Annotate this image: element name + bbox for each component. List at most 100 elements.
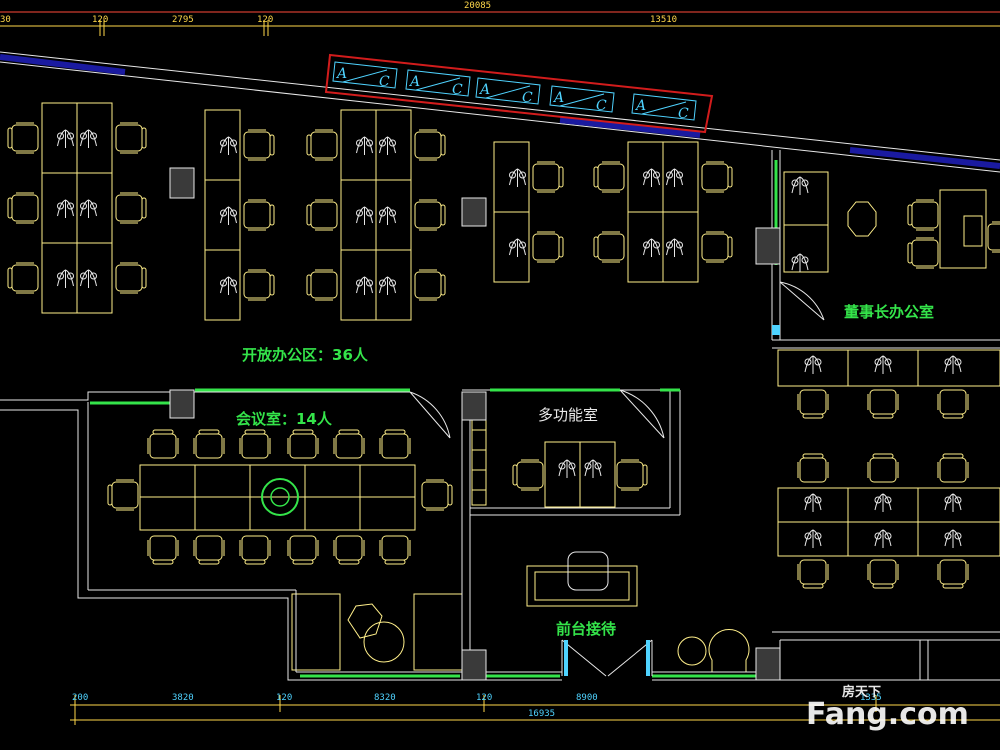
chair bbox=[147, 429, 179, 459]
chair bbox=[333, 429, 365, 459]
chair bbox=[193, 429, 225, 459]
watermark-brand: Fang.com bbox=[806, 697, 969, 732]
desk-ornament bbox=[356, 276, 373, 295]
chair bbox=[193, 535, 225, 565]
chair bbox=[797, 389, 829, 419]
chair bbox=[306, 129, 338, 161]
desk-ornament bbox=[804, 529, 822, 548]
desk-ornament bbox=[944, 493, 962, 512]
right-desk-rows bbox=[777, 349, 1000, 589]
ac-label-a: A bbox=[552, 90, 564, 106]
chair bbox=[907, 237, 939, 269]
desk-ornament bbox=[791, 176, 809, 195]
chair bbox=[306, 269, 338, 301]
chair bbox=[421, 479, 453, 511]
chair bbox=[593, 231, 625, 263]
desk-ornament bbox=[944, 355, 962, 374]
top-dim-right: 13510 bbox=[650, 15, 677, 25]
desk-ornament bbox=[379, 206, 396, 225]
chair bbox=[937, 453, 969, 483]
label-meeting-room: 会议室：14人 bbox=[236, 410, 333, 428]
desk-ornament bbox=[57, 199, 74, 218]
bottom-dim-7: 1335 bbox=[860, 693, 882, 703]
desk-ornament bbox=[220, 276, 237, 295]
chair bbox=[243, 199, 275, 231]
desk-ornament bbox=[220, 136, 237, 155]
chair bbox=[532, 161, 564, 193]
top-dim-left: 30 bbox=[0, 15, 11, 25]
desk-ornament bbox=[80, 199, 97, 218]
chair bbox=[115, 262, 147, 294]
top-dim-1: 120 bbox=[92, 15, 108, 25]
desk-ornament bbox=[643, 168, 660, 187]
label-reception: 前台接待 bbox=[556, 620, 616, 638]
chair bbox=[937, 559, 969, 589]
desk-ornament bbox=[791, 253, 809, 272]
chair bbox=[287, 429, 319, 459]
chair bbox=[414, 129, 446, 161]
ac-label-c: C bbox=[596, 98, 607, 114]
label-multifunction-room: 多功能室 bbox=[538, 406, 598, 424]
chair bbox=[239, 535, 271, 565]
bottom-dimension-line: 200 3820 120 8320 120 8900 1335 16935 bbox=[70, 693, 1000, 725]
ac-label-a: A bbox=[634, 98, 646, 114]
chair bbox=[414, 269, 446, 301]
bottom-dim-6: 8900 bbox=[576, 693, 598, 703]
ac-label-a: A bbox=[408, 74, 420, 90]
desk-ornament bbox=[356, 136, 373, 155]
chair bbox=[701, 231, 733, 263]
desk-ornament bbox=[80, 269, 97, 288]
chair bbox=[616, 459, 648, 491]
top-dim-2: 2795 bbox=[172, 15, 194, 25]
furniture-layer bbox=[7, 102, 1000, 673]
chair bbox=[7, 262, 39, 294]
workstation-cluster bbox=[306, 109, 446, 321]
bottom-dim-5: 120 bbox=[476, 693, 492, 703]
ac-label-c: C bbox=[522, 90, 533, 106]
desk-ornament bbox=[57, 269, 74, 288]
chair bbox=[379, 429, 411, 459]
workstation-cluster bbox=[204, 109, 275, 321]
ac-label-c: C bbox=[678, 106, 689, 122]
desk-ornament bbox=[558, 459, 576, 478]
desk-ornament bbox=[874, 355, 892, 374]
chair bbox=[797, 559, 829, 589]
meeting-table bbox=[107, 429, 453, 565]
reception-furniture bbox=[291, 551, 750, 673]
desk-ornament bbox=[944, 529, 962, 548]
ac-label-c: C bbox=[379, 74, 390, 90]
glass-partitions bbox=[90, 160, 778, 678]
chair bbox=[867, 389, 899, 419]
desk-ornament bbox=[80, 129, 97, 148]
chair bbox=[867, 559, 899, 589]
exterior-wall-top bbox=[0, 51, 1000, 173]
chair bbox=[147, 535, 179, 565]
chair bbox=[333, 535, 365, 565]
desk-ornament bbox=[509, 168, 526, 187]
label-open-office: 开放办公区：36人 bbox=[242, 346, 369, 364]
chair bbox=[414, 199, 446, 231]
bottom-dim-2: 3820 bbox=[172, 693, 194, 703]
doors bbox=[409, 281, 825, 677]
desk-ornament bbox=[379, 136, 396, 155]
ac-label-a: A bbox=[478, 82, 490, 98]
chair bbox=[937, 389, 969, 419]
chair bbox=[306, 199, 338, 231]
structural-columns bbox=[169, 167, 781, 681]
desk-ornament bbox=[643, 238, 660, 257]
chair bbox=[7, 122, 39, 154]
desk-ornament bbox=[220, 206, 237, 225]
chair bbox=[107, 479, 139, 511]
top-dimension-line: 30 120 2795 120 20085 13510 bbox=[0, 1, 1000, 36]
desk-ornament bbox=[874, 493, 892, 512]
chair bbox=[243, 269, 275, 301]
chair bbox=[7, 192, 39, 224]
multifunction-furniture bbox=[471, 409, 648, 508]
desk-ornament bbox=[666, 238, 683, 257]
chairman-furniture bbox=[783, 171, 1000, 273]
ac-label-c: C bbox=[452, 82, 463, 98]
